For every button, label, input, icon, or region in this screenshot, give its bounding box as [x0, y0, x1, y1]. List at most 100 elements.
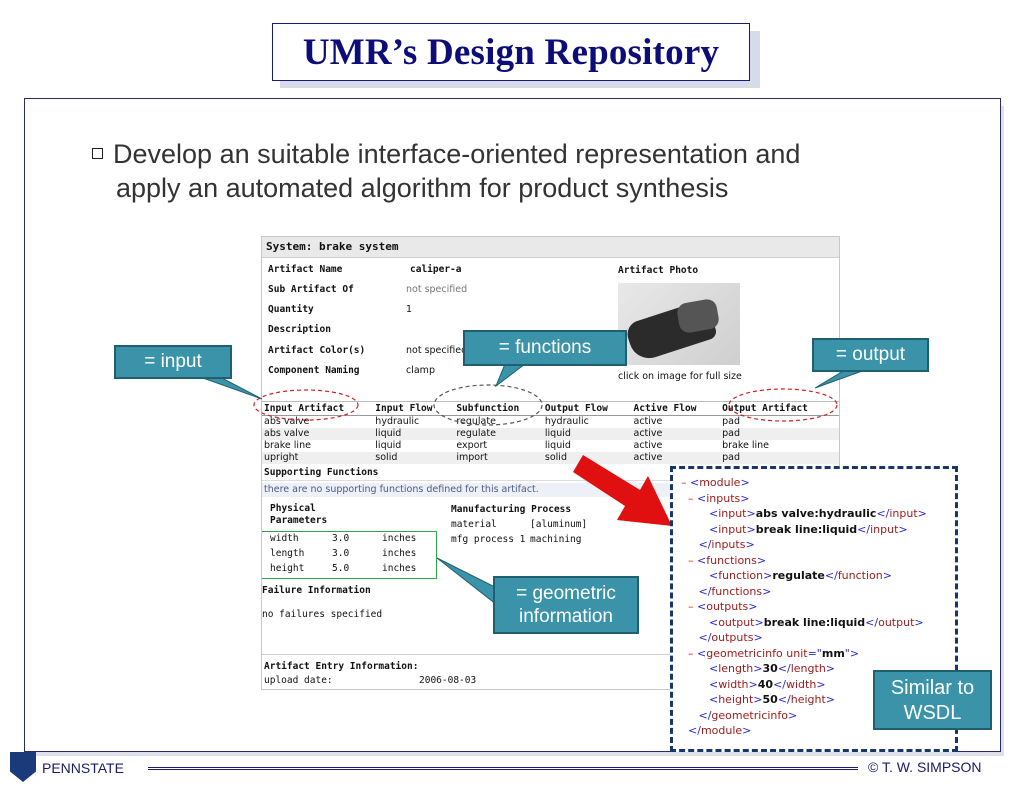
table-cell: liquid [542, 428, 632, 440]
table-cell: export [456, 440, 488, 451]
collapse-toggle[interactable]: – [688, 491, 694, 505]
xml-value: 40 [757, 677, 774, 691]
xml-tag: length [790, 662, 826, 675]
param-value: 3.0 [332, 548, 350, 559]
collapse-toggle[interactable]: – [688, 600, 694, 613]
table-cell: liquid [375, 440, 402, 451]
upload-label: upload date: [264, 675, 333, 686]
xml-attr: unit [786, 646, 808, 660]
output-pointer [814, 369, 866, 389]
upload-date: 2006-08-03 [419, 675, 477, 686]
param-value: 5.0 [332, 563, 350, 574]
artifact-photo[interactable] [618, 283, 740, 365]
xml-tag: function [837, 569, 883, 582]
xml-value: break line:liquid [763, 615, 866, 629]
xml-tag: module [700, 724, 743, 737]
field-label: Description [268, 324, 331, 335]
photo-caption[interactable]: click on image for full size [618, 371, 742, 382]
collapse-toggle[interactable]: – [688, 553, 694, 567]
manufacturing-heading: Manufacturing Process [451, 504, 572, 515]
field-value: 1 [406, 304, 413, 315]
param-unit: inches [382, 563, 417, 574]
field-label: Component Naming [268, 365, 360, 376]
xml-tag: input [718, 522, 747, 536]
xml-tag: geometricinfo [711, 708, 788, 722]
xml-tag: functions [711, 584, 763, 598]
xml-value: 50 [762, 693, 778, 706]
output-callout: = output [812, 338, 929, 372]
xml-tag: outputs [706, 600, 749, 613]
wsdl-line-1: Similar to [890, 677, 975, 699]
table-cell: liquid [373, 428, 455, 440]
xml-tag: module [699, 476, 741, 489]
xml-tag: function [718, 569, 764, 582]
xml-tag: width [718, 677, 749, 691]
table-cell: active [633, 440, 663, 451]
xml-tag: length [718, 662, 754, 675]
geometric-line-1: = geometric [516, 583, 616, 604]
xml-tag: input [870, 522, 899, 536]
mfg-value: [aluminum] [530, 519, 588, 530]
xml-value: abs valve:hydraulic [755, 507, 877, 520]
column-header: Active Flow [631, 401, 721, 416]
mfg-name: material [451, 519, 497, 530]
xml-tag: input [718, 507, 747, 520]
functions-callout: = functions [463, 330, 627, 366]
xml-tag: functions [706, 553, 757, 567]
functions-pointer [494, 363, 527, 388]
table-cell: regulate [454, 428, 543, 440]
column-header: Output Flow [542, 401, 632, 416]
field-value: clamp [406, 365, 435, 376]
supporting-functions-heading: Supporting Functions [262, 467, 837, 481]
param-value: 3.0 [332, 533, 350, 544]
table-cell: pad [720, 452, 839, 464]
param-name: height [270, 563, 305, 574]
xml-tag: outputs [711, 631, 754, 644]
flow-table: Input Artifact Input Flow Subfunction Ou… [262, 401, 839, 464]
xml-tag: height [718, 693, 754, 706]
input-callout: = input [114, 345, 232, 379]
xml-tag: width [786, 677, 817, 691]
square-bullet-icon [92, 148, 103, 160]
field-value: not specified [406, 345, 468, 356]
table-cell: brake line [722, 440, 770, 451]
xml-tag: input [889, 507, 918, 520]
photo-label: Artifact Photo [618, 265, 699, 276]
mfg-name: mfg process 1 [451, 534, 526, 545]
xml-tag: inputs [711, 538, 746, 551]
geometric-highlight-box [262, 531, 437, 579]
collapse-toggle[interactable]: – [688, 646, 694, 660]
footer-right: © T. W. SIMPSON [868, 759, 982, 775]
physical-parameters-heading: Physical Parameters [270, 503, 328, 526]
table-header-row: Input Artifact Input Flow Subfunction Ou… [262, 401, 839, 416]
red-arrow-icon [573, 455, 672, 526]
table-cell: solid [373, 452, 455, 464]
xml-tag: output [718, 615, 755, 629]
param-name: width [270, 533, 299, 544]
param-unit: inches [382, 548, 417, 559]
functions-ellipse [433, 384, 543, 426]
geometric-line-2: information [519, 606, 613, 627]
column-header: Subfunction [454, 401, 543, 416]
entry-heading: Artifact Entry Information: [264, 661, 419, 672]
wsdl-line-2: WSDL [903, 702, 962, 724]
table-cell: hydraulic [544, 416, 589, 427]
table-cell: import [454, 452, 543, 464]
column-header: Output Artifact [720, 401, 839, 416]
table-cell: active [631, 428, 721, 440]
collapse-toggle[interactable]: – [681, 476, 687, 489]
table-cell: regulate [456, 416, 496, 427]
table-cell: upright [262, 452, 374, 464]
xml-tag: inputs [706, 491, 741, 505]
geometric-callout: = geometric information [493, 576, 639, 634]
table-cell: brake line [264, 440, 311, 451]
xml-value: regulate [772, 569, 825, 582]
field-label: Quantity [268, 304, 314, 315]
field-value: not specified [406, 284, 468, 295]
table-cell: abs valve [264, 416, 310, 427]
